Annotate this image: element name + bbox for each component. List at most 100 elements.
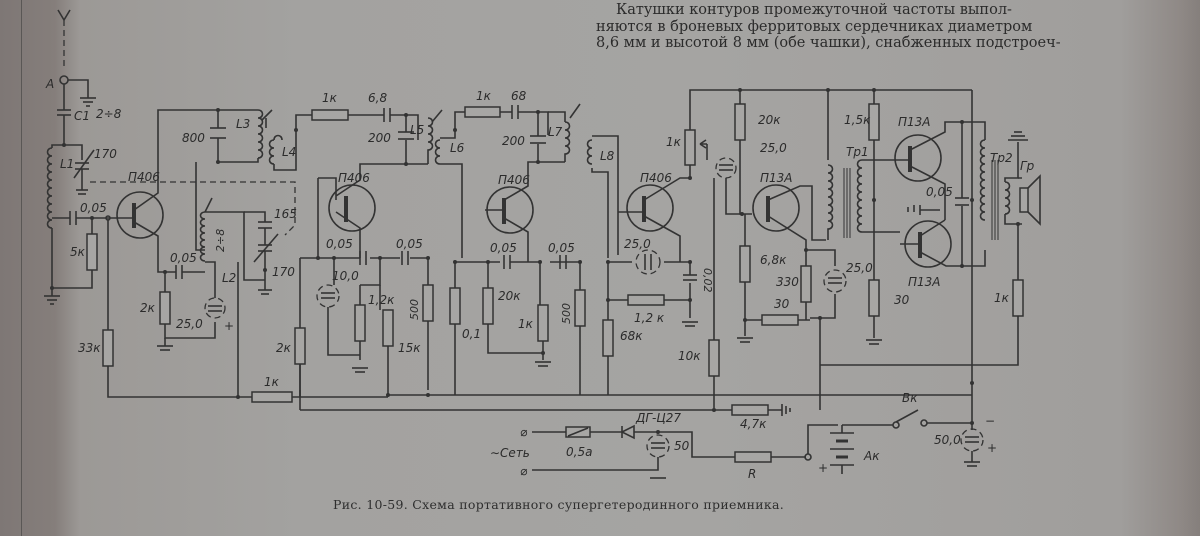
capacitor-output — [955, 197, 969, 206]
c-in-2-label: 0,05 — [490, 241, 517, 255]
r-30-driver-label: 30 — [774, 297, 790, 311]
page-margin-line — [21, 0, 22, 536]
transistor-if1 — [328, 184, 376, 232]
r-2k-mixer-label: 2к — [140, 301, 156, 315]
r-2k-if1-label: 2к — [276, 341, 292, 355]
l5-label: L5 — [410, 123, 424, 137]
electrolytic-capacitor-5 — [715, 157, 737, 179]
if-stage-2: L6 1к 68 200 L7 П406 0,05 0,05 — [434, 89, 586, 390]
c1-label: C1 — [74, 109, 90, 123]
resistor-33k — [102, 329, 114, 367]
capacitor-165 — [258, 221, 272, 229]
if2-transistor-label: П406 — [498, 173, 530, 187]
pot-1k-label: 1к — [666, 135, 682, 149]
resistor-6-8k — [739, 245, 751, 283]
r-4-7k-label: 4,7к — [740, 417, 767, 431]
r-500-2-label: 500 — [560, 303, 573, 324]
svg-text:−: − — [985, 414, 995, 428]
r-68k-label: 68к — [620, 329, 643, 343]
battery-icon — [830, 432, 854, 466]
trim-2-8-label: 2÷8 — [214, 229, 227, 252]
header-line-1: Катушки контуров промежуточной частоты в… — [616, 2, 1012, 18]
resistor-5k — [86, 233, 98, 271]
capacitor-6-8 — [383, 108, 391, 122]
c-200-1-label: 200 — [368, 131, 391, 145]
capacitor-0-02 — [683, 274, 697, 281]
resistor-10k — [708, 339, 720, 377]
resistor-2k-mixer — [159, 291, 171, 325]
resistor-500-if2 — [574, 289, 586, 327]
electrolytic-capacitor-25-driver — [823, 269, 847, 293]
electrolytic-capacitor-50-0 — [960, 428, 984, 452]
mixer-stage: П406 800 L3 L2 2÷8 165 170 0,05 — [90, 108, 297, 399]
fuse-label: 0,5а — [566, 445, 592, 459]
capacitor-200-1 — [398, 131, 414, 140]
svg-text:+: + — [224, 319, 234, 333]
resistor-1-2k-fb — [627, 294, 665, 306]
svg-text:+: + — [987, 441, 997, 455]
inductor-l2 — [199, 211, 206, 262]
c-165-label: 165 — [274, 207, 297, 221]
driver-transistor-label: П13А — [760, 171, 793, 185]
c-out-1-label: 0,05 — [396, 237, 423, 251]
capacitor-0-05-if2-out — [559, 255, 567, 269]
r-30-output-label: 30 — [894, 293, 910, 307]
r-10k-label: 10к — [678, 349, 701, 363]
inductor-l5 — [427, 117, 434, 164]
battery-label: Ак — [863, 449, 880, 463]
capacitor-68 — [511, 105, 519, 119]
l2-label: L2 — [222, 271, 236, 285]
c-10-label: 10,0 — [332, 269, 359, 283]
output-stage: Тр1 1,5к 30 П13А П13А 0,05 — [820, 88, 1041, 398]
inductor-l8 — [586, 135, 619, 258]
c-in-1-label: 0,05 — [326, 237, 353, 251]
r-1k-if2-label: 1к — [518, 317, 534, 331]
transformer-tr1-primary — [827, 164, 834, 240]
power-switch[interactable] — [895, 409, 919, 423]
capacitor-c1 — [57, 109, 71, 116]
r-label: R — [748, 467, 756, 481]
resistor-1k-bus — [251, 391, 293, 403]
r-330-label: 330 — [776, 275, 799, 289]
detector-transistor-label: П406 — [640, 171, 672, 185]
svg-text:+: + — [818, 461, 828, 475]
mains-terminal-1[interactable]: ⌀ — [520, 425, 528, 439]
c-em-label: 0,05 — [170, 251, 197, 265]
output-top-transistor-label: П13А — [898, 115, 931, 129]
c-170-label: 170 — [94, 147, 117, 161]
electrolytic-capacitor-25-det — [635, 249, 661, 275]
potentiometer-1k — [684, 129, 696, 166]
c-800-label: 800 — [182, 131, 205, 145]
diode-icon — [620, 424, 635, 440]
r-neut-1-label: 1к — [322, 91, 338, 105]
c-50-0-label: 50,0 — [934, 433, 961, 447]
c1-value: 2÷8 — [96, 107, 122, 121]
inductor-l7 — [548, 111, 571, 162]
l7-label: L7 — [548, 125, 563, 139]
electrolytic-capacitor-10 — [316, 284, 340, 308]
speaker-label: Гр — [1020, 159, 1035, 173]
resistor-4-7k — [731, 404, 769, 416]
output-bottom-transistor-label: П13А — [908, 275, 941, 289]
trimmer-capacitor-170 — [73, 149, 95, 179]
c-6-8-label: 6,8 — [368, 91, 387, 105]
ground-icon — [80, 97, 96, 107]
inductor-l4 — [268, 130, 297, 171]
if1-transistor-label: П406 — [338, 171, 370, 185]
l1-label: L1 — [60, 157, 74, 171]
transformer-tr2-primary — [979, 139, 986, 221]
antenna-socket — [59, 75, 69, 85]
transistor-detector — [626, 184, 674, 232]
capacitor-800 — [210, 127, 226, 139]
c-68-label: 68 — [511, 89, 527, 103]
resistor-2k-if1 — [294, 327, 306, 365]
resistor-20k-driver — [734, 103, 746, 141]
detector-stage: L8 П406 1к 25,0 25,0 0,02 — [586, 89, 972, 408]
r-20k-label: 20к — [498, 289, 521, 303]
coupling-cap-label: 0,05 — [80, 201, 107, 215]
mains-terminal-2[interactable]: ⌀ — [520, 464, 528, 478]
c-out-2-label: 0,05 — [548, 241, 575, 255]
resistor-20k — [482, 287, 494, 325]
